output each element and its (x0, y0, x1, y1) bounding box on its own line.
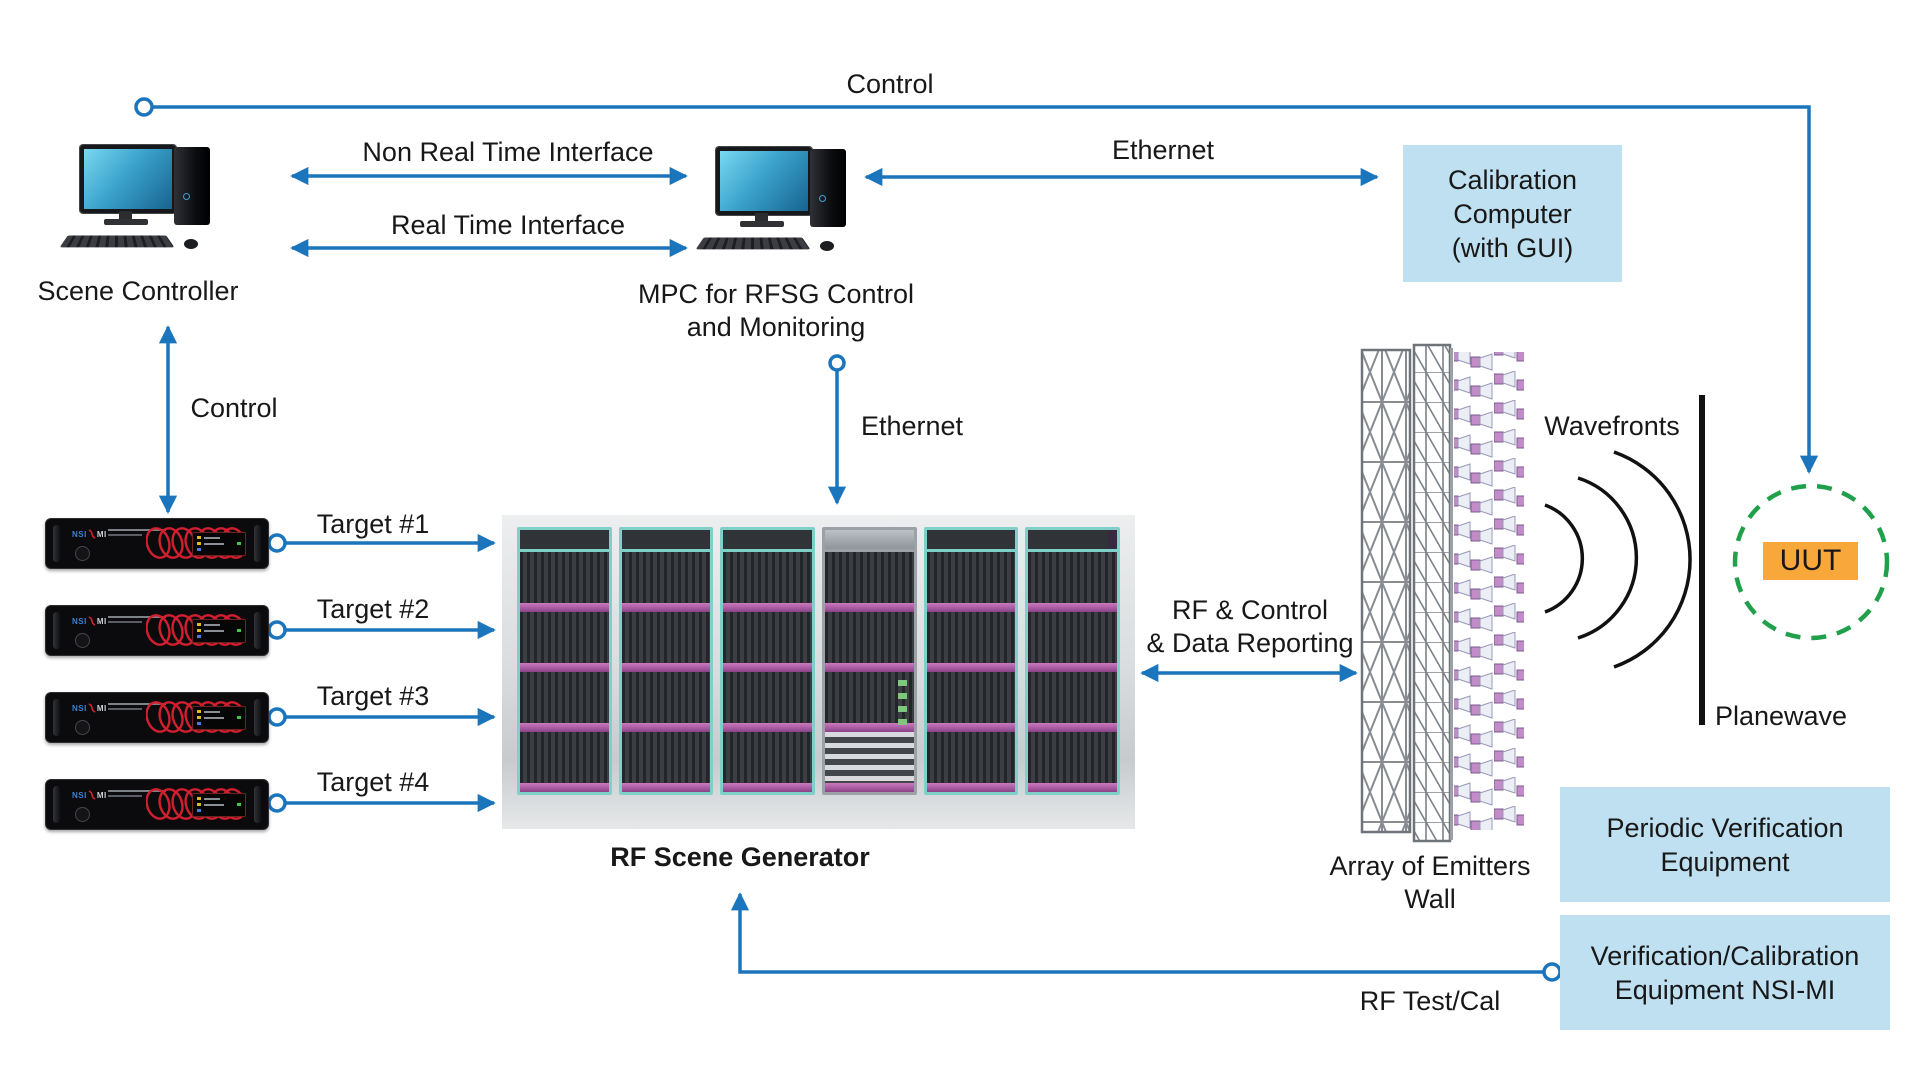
uut-quiet-zone-circle (1732, 483, 1890, 641)
verification-calibration-label: Verification/Calibration (1590, 940, 1860, 971)
target-4-connector (267, 793, 496, 813)
periodic-verification-box: Periodic Verification Equipment (1560, 787, 1890, 902)
uut-label: UUT (1779, 544, 1842, 577)
mast-frame (1414, 345, 1450, 841)
calibration-computer-box: Calibration Computer (with GUI) (1403, 145, 1622, 282)
rack-column (720, 527, 816, 795)
control-left-label: Control (190, 393, 278, 424)
verification-calibration-box: Verification/Calibration Equipment NSI-M… (1560, 915, 1890, 1030)
power-button-icon (75, 633, 90, 648)
wavefront-arcs (1544, 450, 1692, 669)
nsi-mi-logo-wave (88, 703, 96, 713)
tower-icon (810, 149, 846, 227)
nsi-mi-logo-wave (88, 529, 96, 539)
ethernet-down-label: Ethernet (860, 411, 964, 442)
emitter-array (1454, 352, 1524, 830)
uut-box: UUT (1763, 542, 1858, 580)
calibration-computer-label: Calibration (1447, 164, 1578, 195)
target-4-label: Target #4 (316, 767, 430, 798)
rack-column (517, 527, 612, 795)
rack-column-gray (822, 527, 917, 795)
rf-scene-generator-label: RF Scene Generator (610, 842, 870, 873)
rf-test-cal-label: RF Test/Cal (1359, 986, 1501, 1017)
rack-column (1025, 527, 1121, 795)
target-1-label: Target #1 (316, 509, 430, 540)
status-panel (192, 619, 246, 643)
mpc-computer (695, 147, 852, 261)
tower-icon (174, 147, 210, 225)
keyboard-icon (59, 235, 175, 248)
status-panel (192, 793, 246, 817)
target-3-label: Target #3 (316, 681, 430, 712)
target-1-connector (267, 533, 496, 553)
rack-column (923, 527, 1019, 795)
control-top-connector (134, 97, 1819, 474)
control-top-label: Control (846, 69, 934, 100)
target-3-connector (267, 707, 496, 727)
scene-controller-computer (59, 145, 216, 259)
nsi-mi-logo-wave (88, 616, 96, 626)
periodic-verification-label: Periodic Verification (1606, 812, 1844, 843)
nsi-mi-logo-wave (88, 790, 96, 800)
target-2-label: Target #2 (316, 594, 430, 625)
array-of-emitters-label: Array of Emitters (1329, 851, 1531, 882)
planewave-label: Planewave (1714, 701, 1848, 732)
truss-frame (1362, 350, 1410, 832)
non-real-time-label: Non Real Time Interface (362, 137, 654, 168)
wavefronts-label: Wavefronts (1544, 411, 1680, 442)
emitter-wall-photo (1360, 343, 1524, 843)
monitor-icon (80, 145, 176, 213)
status-panel (192, 706, 246, 730)
real-time-label: Real Time Interface (390, 210, 626, 241)
mpc-label: MPC for RFSG Control (637, 279, 915, 310)
mouse-icon (184, 239, 198, 249)
keyboard-icon (695, 237, 811, 250)
rf-control-label: RF & Control (1171, 595, 1329, 626)
status-panel (192, 532, 246, 556)
target-2-connector (267, 620, 496, 640)
power-button-icon (75, 720, 90, 735)
power-button-icon (75, 546, 90, 561)
rack-column (618, 527, 714, 795)
mouse-icon (820, 241, 834, 251)
scene-controller-label: Scene Controller (37, 276, 239, 307)
ethernet-down-connector (827, 354, 847, 505)
power-button-icon (75, 807, 90, 822)
monitor-icon (716, 147, 812, 215)
ethernet-top-label: Ethernet (1111, 135, 1215, 166)
rf-scene-generator-photo (502, 515, 1135, 829)
